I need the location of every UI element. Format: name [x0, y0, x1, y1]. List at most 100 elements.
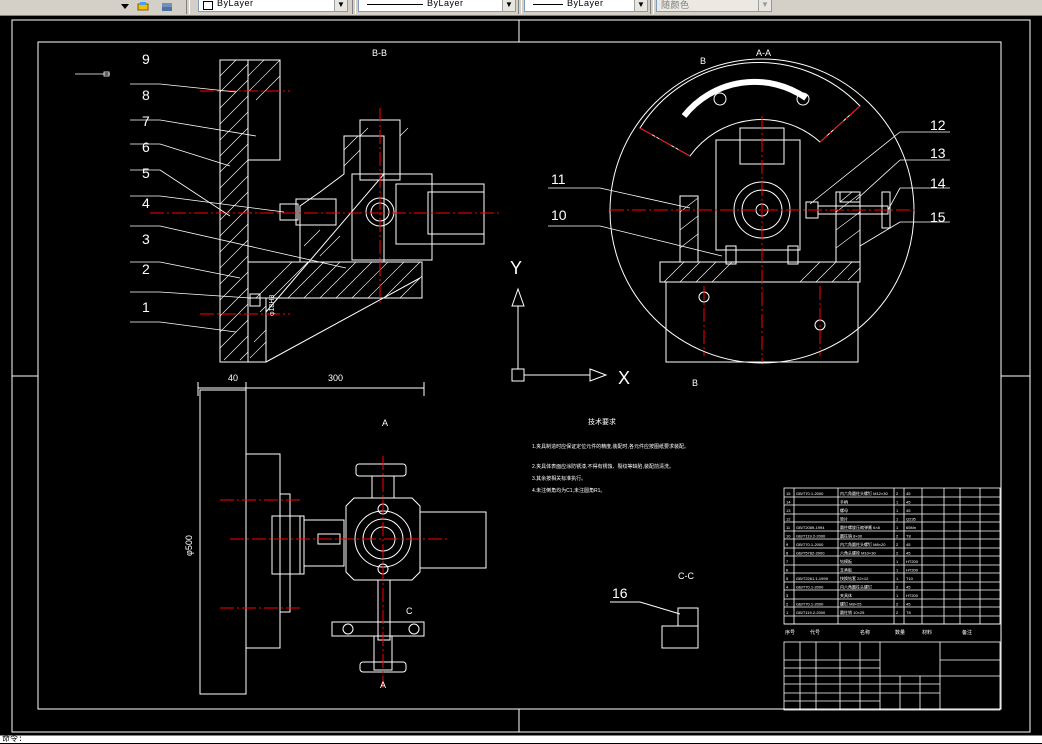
bom-cell: 2: [896, 542, 899, 547]
bom-cell: 10: [786, 534, 791, 539]
bom-cell: 1: [896, 576, 899, 581]
lineweight-control[interactable]: ByLayer ▼: [524, 0, 648, 12]
note-1: 1.夹具制造时应保证定位元件的精度,装配时,各元件应按图纸要求装配。: [532, 443, 689, 450]
axis-x-label: X: [618, 368, 630, 388]
section-aa-view: A-A: [548, 48, 950, 388]
section-bb-view: B-B: [75, 48, 500, 363]
bom-cell: 六角头螺栓 M10×30: [840, 550, 876, 556]
bom-cell: T8: [906, 610, 911, 615]
chevron-down-icon[interactable]: ▼: [634, 0, 647, 11]
bom-cell: 2: [896, 602, 899, 607]
view-c-marker: C: [406, 606, 413, 616]
bom-cell: 4: [786, 585, 789, 590]
technical-notes: 技术要求 1.夹具制造时应保证定位元件的精度,装配时,各元件应按图纸要求装配。 …: [532, 417, 689, 494]
chevron-down-icon[interactable]: ▼: [502, 0, 515, 11]
callout-11: 11: [551, 171, 566, 187]
bom-cell: 13: [786, 508, 791, 513]
bom-cell: GB/T70.1-2000: [796, 585, 824, 590]
section-bb-label: B-B: [372, 48, 387, 58]
bom-cell: 11: [786, 525, 791, 530]
properties-toolbar: ByLayer ▼ ByLayer ▼ ByLayer ▼ 随颜色 ▼: [0, 0, 1042, 16]
bom-cell: 2: [786, 602, 789, 607]
bom-cell: 65Mn: [906, 525, 916, 530]
layer-previous-icon[interactable]: [160, 0, 174, 12]
color-control[interactable]: ByLayer ▼: [198, 0, 348, 12]
bom-cell: 快换钻套 22×12: [840, 575, 869, 581]
lineweight-sample: [533, 4, 563, 5]
command-prompt: 命令:: [2, 735, 23, 744]
bom-cell: 1: [896, 559, 899, 564]
callout-5: 5: [142, 165, 150, 181]
bom-cell: 3: [786, 593, 789, 598]
lineweight-value: ByLayer: [567, 0, 604, 8]
bom-cell: 2: [896, 534, 899, 539]
bom-cell: GB/T119.2-2000: [796, 534, 826, 539]
bom-cell: 内六角圆柱头螺钉 M12×30: [840, 490, 888, 496]
outer-border: [11, 19, 1031, 733]
callout-14: 14: [930, 175, 946, 191]
dim-300: 300: [328, 373, 343, 383]
plot-style-value: 随颜色: [661, 0, 690, 10]
layer-dropdown-arrow[interactable]: [118, 0, 132, 12]
bom-cell: 45: [906, 551, 911, 556]
note-2: 2.夹具体表面应涂防锈漆,不得有锈蚀、裂纹等缺陷,装配前清洗。: [532, 463, 674, 470]
note-4: 4.未注倒角均为C1,未注圆角R1。: [532, 487, 605, 494]
bom-cell: HT200: [906, 559, 919, 564]
bom-cell: 6: [786, 568, 789, 573]
bom-cell: 螺钉 M8×25: [840, 601, 862, 607]
ucs-icon: Y X: [510, 258, 630, 388]
bom-cell: 内六角圆柱头螺钉 M8×20: [840, 541, 886, 547]
section-cc-view: C-C 16: [610, 571, 699, 649]
bom-header-qty: 数量: [895, 629, 905, 636]
section-aa-label: A-A: [756, 48, 771, 58]
bom-header-code: 代号: [810, 629, 820, 636]
callout-1: 1: [142, 299, 150, 315]
bom-cell: 45: [906, 542, 911, 547]
linetype-sample: [367, 4, 423, 5]
bom-cell: 1: [786, 610, 789, 615]
command-line[interactable]: 命令:: [0, 735, 1042, 744]
bom-cell: 1: [896, 525, 899, 530]
bom-cell: GB/T70.1-2000: [796, 602, 824, 607]
bom-cell: 2: [896, 551, 899, 556]
axis-y-label: Y: [510, 258, 522, 278]
callout-4: 4: [142, 195, 150, 211]
bom-cell: 12: [786, 517, 791, 522]
bom-cell: GB/T2089-1994: [796, 525, 825, 530]
bom-cell: 圆柱螺旋压缩弹簧 6×8: [840, 524, 881, 530]
bom-cell: GB/T119.2-2000: [796, 610, 826, 615]
linetype-control[interactable]: ByLayer ▼: [358, 0, 516, 12]
linetype-value: ByLayer: [427, 0, 464, 8]
callout-7: 7: [142, 113, 150, 129]
bom-cell: 2: [896, 585, 899, 590]
make-object-layer-current-icon[interactable]: [136, 0, 150, 12]
bom-cell: T10: [906, 576, 914, 581]
color-swatch-icon: [203, 1, 213, 10]
notes-title: 技术要求: [588, 417, 616, 426]
bom-cell: 2: [896, 610, 899, 615]
bom-cell: 圆柱销 8×30: [840, 533, 863, 539]
bom-cell: GB/T70.1-2000: [796, 542, 824, 547]
dim-40: 40: [228, 373, 238, 383]
bom-header-remarks: 备注: [962, 629, 972, 636]
bom-cell: 8: [786, 551, 789, 556]
bom-cell: 1: [896, 500, 899, 505]
chevron-down-icon[interactable]: ▼: [334, 0, 347, 11]
chevron-down-icon: ▼: [758, 0, 771, 11]
callout-12: 12: [930, 117, 946, 133]
view-a-top-marker: A: [382, 418, 388, 428]
bom-cell: 钻模板: [840, 558, 852, 564]
bom-cell: 45: [906, 491, 911, 496]
bom-cell: 圆柱销 10×25: [840, 609, 865, 615]
bom-cell: 7: [786, 559, 789, 564]
inner-border: [37, 41, 1002, 710]
bom-cell: GB/T5782-2000: [796, 551, 825, 556]
bom-cell: 1: [896, 517, 899, 522]
bom-cell: GB/T2261.1-1999: [796, 576, 829, 581]
bom-header-name: 名称: [860, 629, 870, 636]
bom-header-no: 序号: [785, 629, 795, 636]
bom-cell: 夹具体: [840, 592, 852, 598]
model-space-canvas[interactable]: B-B: [0, 16, 1042, 735]
bom-cell: 45: [906, 585, 911, 590]
